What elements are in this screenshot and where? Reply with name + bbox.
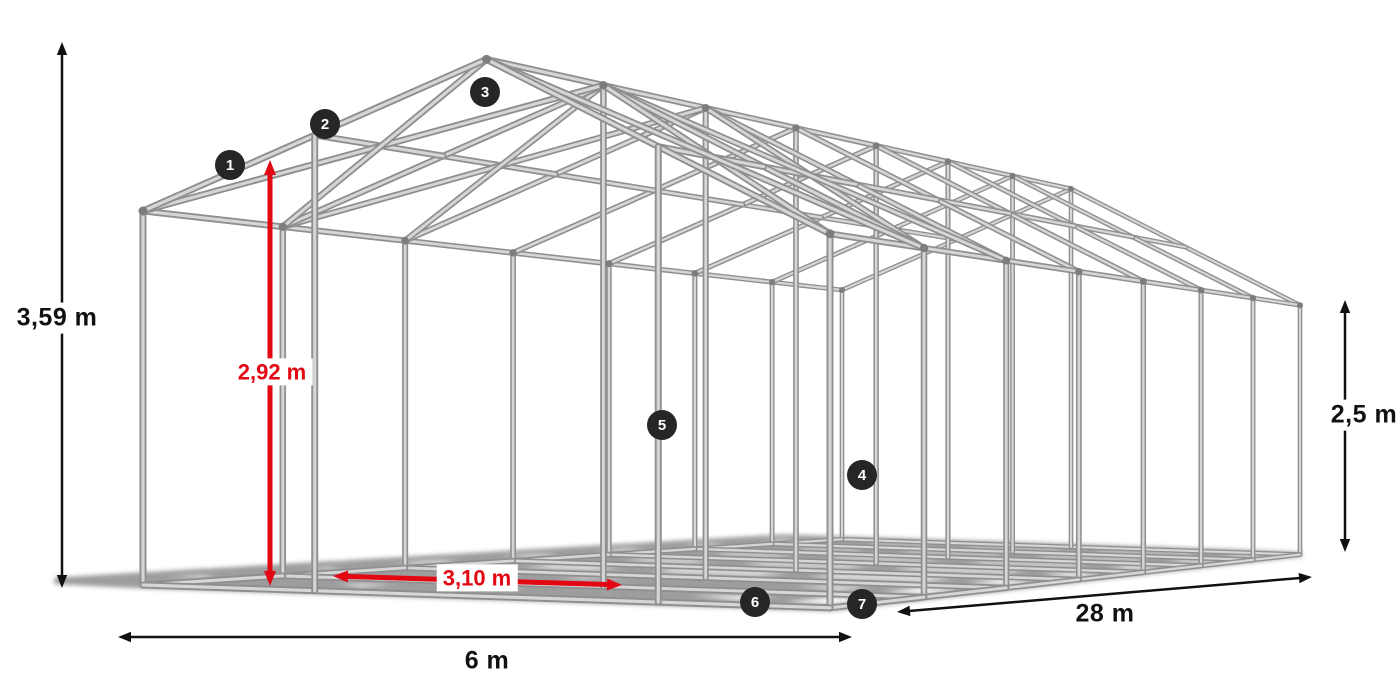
- front-width-arrow: [118, 631, 852, 643]
- dim-side-length-label: 28 m: [1069, 598, 1141, 630]
- marker-7: 7: [847, 589, 877, 619]
- marker-1: 1: [215, 150, 245, 180]
- marker-2: 2: [310, 109, 340, 139]
- frame-layer: [138, 54, 1303, 612]
- dim-side-height-label: 2,5 m: [1324, 399, 1400, 431]
- dim-entrance-width-label: 3,10 m: [436, 564, 518, 592]
- dim-entrance-height-label: 2,92 m: [231, 358, 313, 386]
- marker-5: 5: [647, 410, 677, 440]
- marker-4: 4: [847, 460, 877, 490]
- dim-total-height-label: 3,59 m: [10, 302, 104, 334]
- marker-3: 3: [470, 77, 500, 107]
- side-length-arrow: [897, 572, 1312, 617]
- marker-6: 6: [740, 587, 770, 617]
- dim-front-width-label: 6 m: [458, 645, 516, 677]
